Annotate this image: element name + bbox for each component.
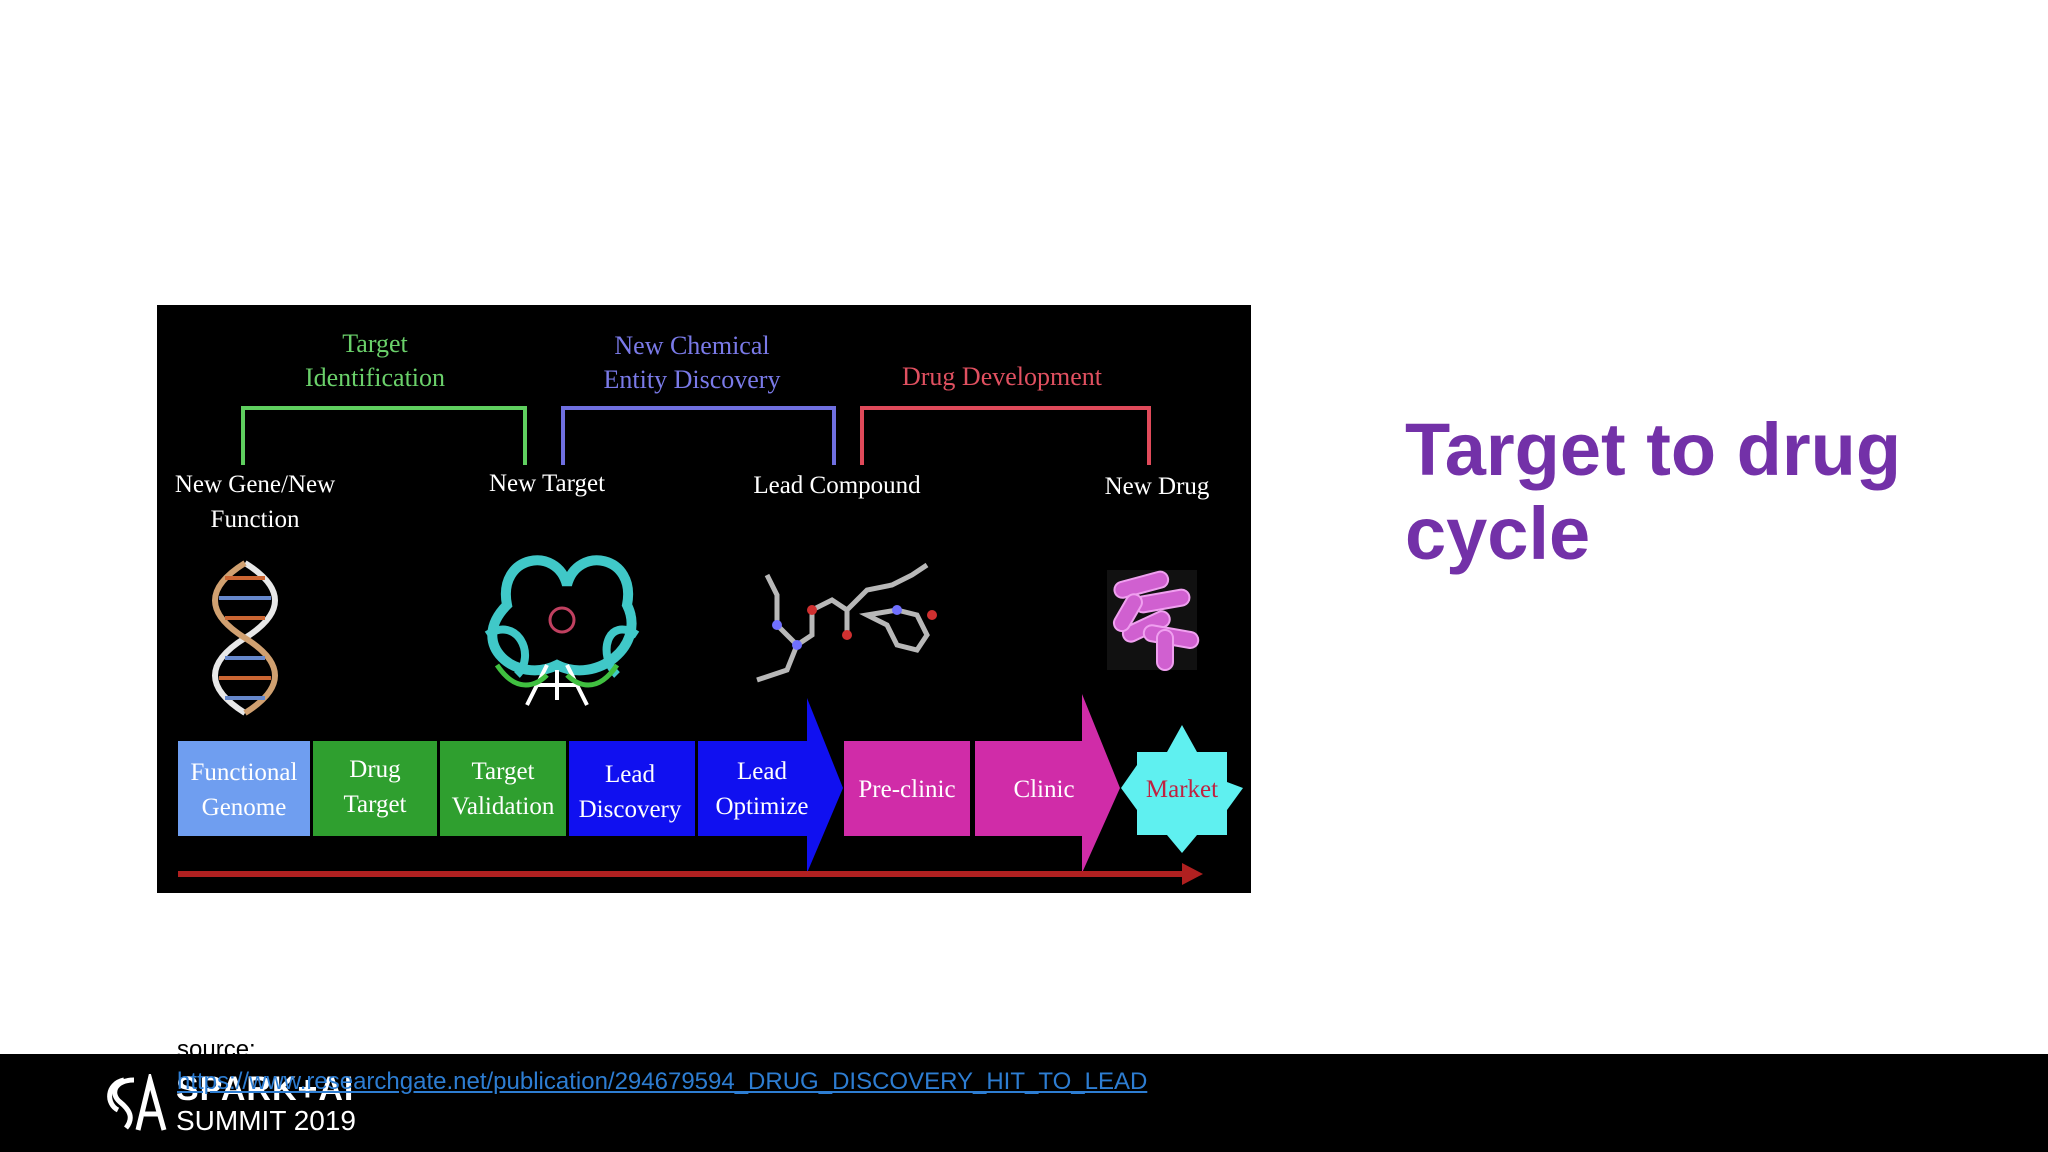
phase-label-drug-development: Drug Development	[902, 362, 1103, 391]
slide-title: Target to drug cycle	[1405, 408, 1902, 575]
bracket-nce-discovery	[561, 406, 836, 465]
svg-text:Market: Market	[1146, 776, 1218, 803]
step-market: Market	[1121, 725, 1243, 853]
milestone-new-target: New Target	[489, 470, 605, 497]
svg-text:Pre-clinic: Pre-clinic	[858, 776, 955, 803]
bracket-drug-development	[860, 406, 1151, 465]
pills-image	[1107, 570, 1200, 671]
footer-bar	[0, 1054, 2048, 1152]
dna-helix-image	[212, 560, 278, 716]
lead-compound-molecule-image	[756, 562, 937, 683]
bracket-target-identification	[241, 406, 527, 465]
spark-ai-summit-logo: SPARK+AI SUMMIT 2019	[104, 1072, 404, 1136]
spark-ai-logo-icon	[107, 1074, 167, 1131]
source-label: source:	[177, 1036, 256, 1063]
timeline-arrow	[178, 863, 1203, 885]
source-link[interactable]: https://www.researchgate.net/publication…	[177, 1068, 1148, 1095]
protein-structure-image	[484, 555, 640, 706]
logo-subtitle: SUMMIT 2019	[176, 1105, 356, 1136]
milestone-new-drug: New Drug	[1105, 473, 1210, 500]
step-pre-clinic: Pre-clinic	[844, 741, 970, 836]
step-clinic: Clinic	[975, 694, 1120, 873]
logo-name: SPARK+AI	[176, 1070, 355, 1108]
milestone-lead-compound: Lead Compound	[753, 472, 921, 499]
svg-text:Clinic: Clinic	[1013, 776, 1074, 803]
